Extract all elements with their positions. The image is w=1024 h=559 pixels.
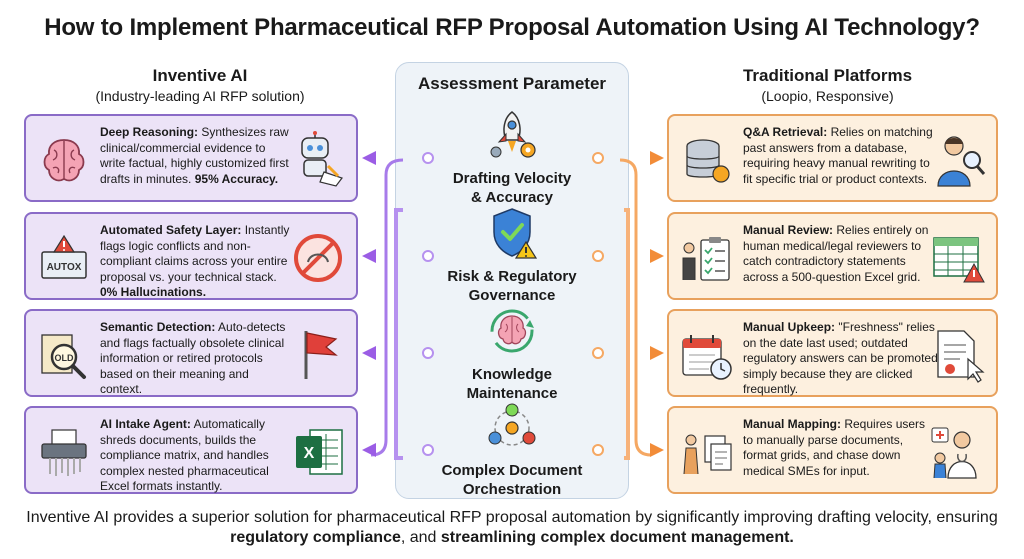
left-card-text: Semantic Detection: Auto-detects and fla… bbox=[100, 320, 286, 396]
svg-text:AUTOX: AUTOX bbox=[47, 262, 82, 273]
param-label-line2: Maintenance bbox=[466, 385, 558, 402]
left-card-safety-layer: AUTOX Automated Safety Layer: Instantly … bbox=[24, 212, 358, 300]
old-magnifier-icon: OLD bbox=[41, 334, 86, 379]
brain-icon bbox=[43, 139, 85, 182]
left-card-text: Automated Safety Layer: Instantly flags … bbox=[100, 223, 290, 299]
spreadsheet-warning-icon bbox=[933, 237, 985, 283]
param-label-line1: Risk & Regulatory bbox=[447, 268, 577, 285]
right-card-text: Q&A Retrieval: Relies on matching past a… bbox=[743, 125, 933, 186]
param-label-line1: Knowledge bbox=[471, 366, 552, 383]
doctor-icon bbox=[931, 427, 977, 479]
param-drafting-velocity: Drafting Velocity & Accuracy bbox=[395, 108, 629, 207]
footer-summary: Inventive AI provides a superior solutio… bbox=[26, 509, 998, 546]
right-card-text: Manual Review: Relies entirely on human … bbox=[743, 223, 929, 284]
param-label-line2: Orchestration bbox=[462, 481, 562, 498]
document-cursor-icon bbox=[937, 330, 985, 383]
right-card-manual-review: Manual Review: Relies entirely on human … bbox=[667, 212, 998, 300]
autox-warning-icon: AUTOX bbox=[41, 234, 87, 279]
left-column-heading: Inventive AI bbox=[152, 66, 248, 85]
right-card-manual-upkeep: Manual Upkeep: "Freshness" relies on the… bbox=[667, 309, 998, 397]
right-card-manual-mapping: Manual Mapping: Requires users to manual… bbox=[667, 406, 998, 494]
right-card-qa-retrieval: Q&A Retrieval: Relies on matching past a… bbox=[667, 114, 998, 202]
shredder-icon bbox=[41, 429, 87, 476]
param-risk-governance: Risk & Regulatory Governance bbox=[395, 206, 629, 305]
rocket-gear-icon bbox=[490, 111, 536, 158]
right-column-header: Traditional Platforms (Loopio, Responsiv… bbox=[665, 66, 990, 104]
right-column-heading: Traditional Platforms bbox=[742, 66, 913, 85]
param-label-line2: Governance bbox=[468, 287, 556, 304]
param-label-line2: & Accuracy bbox=[471, 189, 553, 206]
person-magnifier-icon bbox=[937, 136, 986, 187]
left-card-text: AI Intake Agent: Automatically shreds do… bbox=[100, 417, 269, 493]
red-flag-icon bbox=[304, 331, 338, 379]
no-hallucination-icon bbox=[294, 234, 342, 282]
right-card-text: Manual Upkeep: "Freshness" relies on the… bbox=[743, 320, 938, 396]
page-title: How to Implement Pharmaceutical RFP Prop… bbox=[44, 14, 980, 41]
shield-check-icon bbox=[493, 208, 538, 259]
calendar-clock-icon bbox=[682, 335, 732, 380]
svg-text:OLD: OLD bbox=[55, 353, 74, 363]
assessment-heading: Assessment Parameter bbox=[417, 74, 607, 93]
excel-icon: X bbox=[296, 429, 343, 475]
param-label-line1: Drafting Velocity bbox=[452, 170, 572, 187]
database-icon bbox=[686, 139, 730, 183]
param-document-orchestration: Complex Document Orchestration bbox=[395, 400, 629, 499]
left-column-header: Inventive AI (Industry-leading AI RFP so… bbox=[40, 66, 360, 104]
param-knowledge-maintenance: Knowledge Maintenance bbox=[395, 304, 629, 403]
robot-writing-icon bbox=[301, 131, 343, 187]
left-card-deep-reasoning: Deep Reasoning: Synthesizes raw clinical… bbox=[24, 114, 358, 202]
left-column-subheading: (Industry-leading AI RFP solution) bbox=[95, 88, 305, 104]
left-card-text: Deep Reasoning: Synthesizes raw clinical… bbox=[100, 125, 289, 186]
svg-text:X: X bbox=[304, 445, 315, 462]
clipboard-person-icon bbox=[682, 237, 730, 281]
left-card-semantic-detection: OLD Semantic Detection: Auto-detects and… bbox=[24, 309, 358, 397]
right-column-subheading: (Loopio, Responsive) bbox=[761, 88, 894, 104]
person-documents-icon bbox=[683, 434, 732, 475]
team-network-icon bbox=[488, 403, 536, 446]
brain-cycle-icon bbox=[490, 309, 534, 353]
param-label-line1: Complex Document bbox=[441, 462, 583, 479]
left-card-intake-agent: AI Intake Agent: Automatically shreds do… bbox=[24, 406, 358, 494]
right-card-text: Manual Mapping: Requires users to manual… bbox=[743, 417, 926, 478]
